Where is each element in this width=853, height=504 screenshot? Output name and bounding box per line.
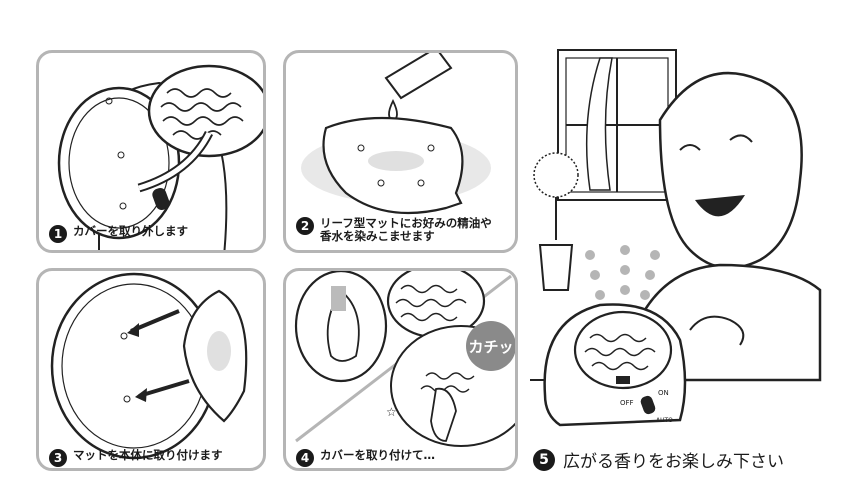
step-number: 3 (49, 449, 67, 467)
step-number: 4 (296, 449, 314, 467)
device-auto-label: AUTO (656, 417, 673, 424)
step-text: カバーを取り付けて… (320, 448, 435, 462)
remove-cover-illustration (57, 64, 263, 250)
step-3-panel: 3 マットを本体に取り付けます (36, 268, 266, 471)
step-1-panel: 1 カバーを取り外します (36, 50, 266, 253)
step-4-caption: 4 カバーを取り付けて… (296, 449, 435, 467)
svg-text:☆: ☆ (386, 405, 397, 419)
step-3-caption: 3 マットを本体に取り付けます (49, 449, 223, 467)
step-5-caption: 5 広がる香りをお楽しみ下さい (533, 447, 784, 472)
step-text-line-2: 香水を染みこませます (320, 229, 435, 243)
step-text: マットを本体に取り付けます (73, 448, 223, 462)
step-text: 広がる香りをお楽しみ下さい (563, 452, 784, 472)
step-text-line-1: リーフ型マットにお好みの精油や (320, 216, 492, 230)
soak-mat-illustration (301, 53, 491, 215)
step-text: カバーを取り外します (73, 224, 188, 238)
device-off-label: OFF (620, 399, 634, 407)
click-sound-text: カチッ (468, 338, 513, 356)
step-1-caption: 1 カバーを取り外します (49, 225, 188, 243)
device-on-label: ON (658, 389, 669, 397)
step-number: 5 (533, 448, 555, 471)
step-2-panel: 2 リーフ型マットにお好みの精油や 香水を染みこませます (283, 50, 518, 253)
step-4-panel: カチッ ☆ 4 カバーを取り付けて… (283, 268, 518, 471)
attach-cover-illustration: カチッ ☆ (294, 271, 515, 447)
attach-mat-illustration (50, 272, 248, 460)
step-number: 1 (49, 225, 67, 243)
step-number: 2 (296, 217, 314, 235)
step-2-caption: 2 リーフ型マットにお好みの精油や 香水を染みこませます (296, 217, 492, 243)
